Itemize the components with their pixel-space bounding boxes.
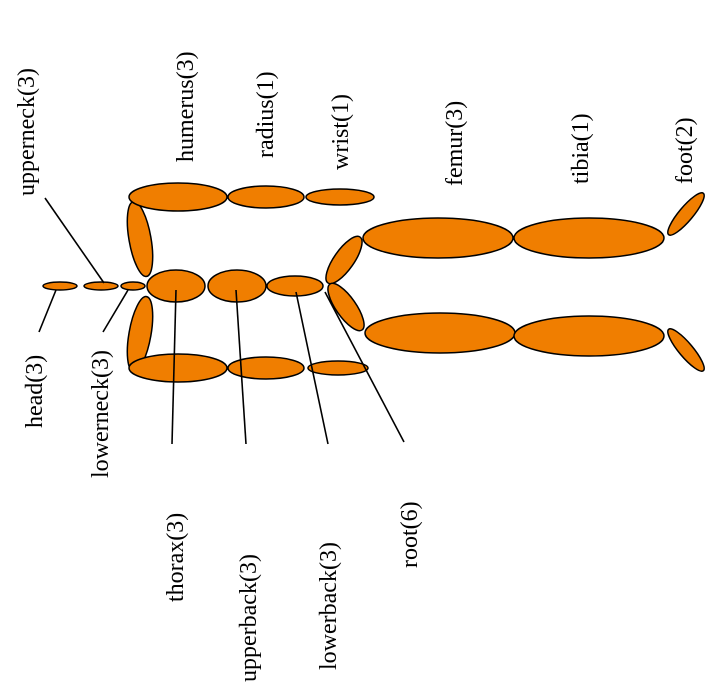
segment-clavicle-upper bbox=[123, 200, 158, 279]
label-foot: foot(2) bbox=[672, 117, 698, 184]
label-femur: femur(3) bbox=[442, 101, 468, 186]
leader-upperneck bbox=[45, 198, 104, 283]
body-segments bbox=[43, 183, 708, 382]
segment-hip-upper bbox=[320, 231, 369, 288]
label-humerus: humerus(3) bbox=[173, 51, 199, 162]
segment-radius-lower bbox=[228, 357, 304, 379]
leader-head bbox=[39, 290, 56, 332]
segment-radius-upper bbox=[228, 186, 304, 208]
segment-head bbox=[43, 282, 77, 290]
segment-humerus-lower bbox=[129, 354, 227, 382]
label-root: root(6) bbox=[397, 501, 423, 568]
segment-humerus-upper bbox=[129, 183, 227, 211]
leader-lowerneck bbox=[103, 290, 128, 332]
label-head: head(3) bbox=[22, 355, 48, 428]
segment-hip-lower bbox=[322, 278, 371, 335]
label-tibia: tibia(1) bbox=[568, 113, 594, 184]
label-wrist: wrist(1) bbox=[328, 94, 354, 170]
segment-tibia-lower bbox=[514, 316, 664, 356]
segment-wrist-upper bbox=[306, 189, 374, 205]
segment-wrist-lower bbox=[308, 361, 368, 375]
segment-femur-lower bbox=[365, 313, 515, 353]
segment-lowerback bbox=[267, 276, 323, 296]
segment-foot-lower bbox=[663, 325, 708, 375]
label-radius: radius(1) bbox=[253, 71, 279, 158]
segment-femur-upper bbox=[363, 218, 513, 258]
label-thorax: thorax(3) bbox=[163, 513, 189, 602]
label-lowerneck: lowerneck(3) bbox=[88, 350, 114, 478]
label-upperneck: upperneck(3) bbox=[14, 68, 40, 196]
segment-upperneck bbox=[84, 282, 118, 290]
label-lowerback: lowerback(3) bbox=[316, 542, 342, 670]
segment-lowerneck bbox=[121, 282, 145, 290]
label-upperback: upperback(3) bbox=[236, 554, 262, 682]
segment-foot-upper bbox=[663, 189, 708, 239]
segment-tibia-upper bbox=[514, 218, 664, 258]
